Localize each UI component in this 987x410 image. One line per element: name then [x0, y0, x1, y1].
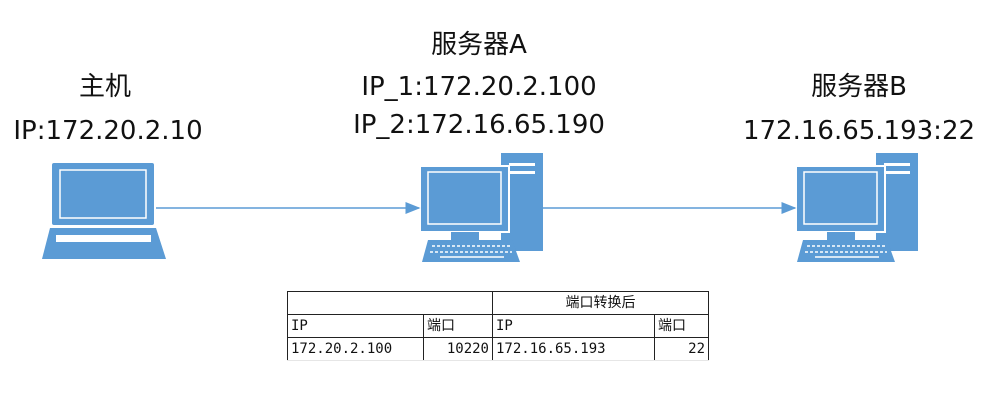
column-header-port: 端口	[423, 314, 493, 338]
table-row: 端口转换后	[287, 291, 709, 315]
server-a-title: 服务器A	[431, 30, 527, 60]
table-row: IP 端口 IP 端口	[287, 314, 709, 338]
destination-ip-cell: 172.16.65.193	[492, 337, 655, 361]
server-b-title: 服务器B	[811, 72, 907, 102]
host-ip: IP:172.20.2.10	[13, 116, 203, 146]
nat-port-mapping-table: 端口转换后 IP 端口 IP 端口 172.20.2.100 10220 172…	[287, 291, 709, 361]
column-header-port: 端口	[654, 314, 709, 338]
server-a-ip1: IP_1:172.20.2.100	[361, 72, 597, 102]
desktop-computer-icon-server-b	[795, 153, 918, 262]
server-b-address: 172.16.65.193:22	[742, 116, 976, 146]
destination-port-cell: 22	[654, 337, 709, 361]
header-after-port-translation: 端口转换后	[492, 291, 709, 315]
server-a-ip2: IP_2:172.16.65.190	[353, 110, 605, 140]
column-header-ip: IP	[492, 314, 655, 338]
desktop-computer-icon-server-a	[419, 153, 543, 262]
column-header-ip: IP	[287, 314, 424, 338]
source-ip-cell: 172.20.2.100	[287, 337, 424, 361]
laptop-icon	[42, 163, 166, 259]
host-title: 主机	[78, 72, 131, 102]
table-row: 172.20.2.100 10220 172.16.65.193 22	[287, 337, 709, 361]
table-cell-empty	[287, 291, 493, 315]
source-port-cell: 10220	[423, 337, 493, 361]
